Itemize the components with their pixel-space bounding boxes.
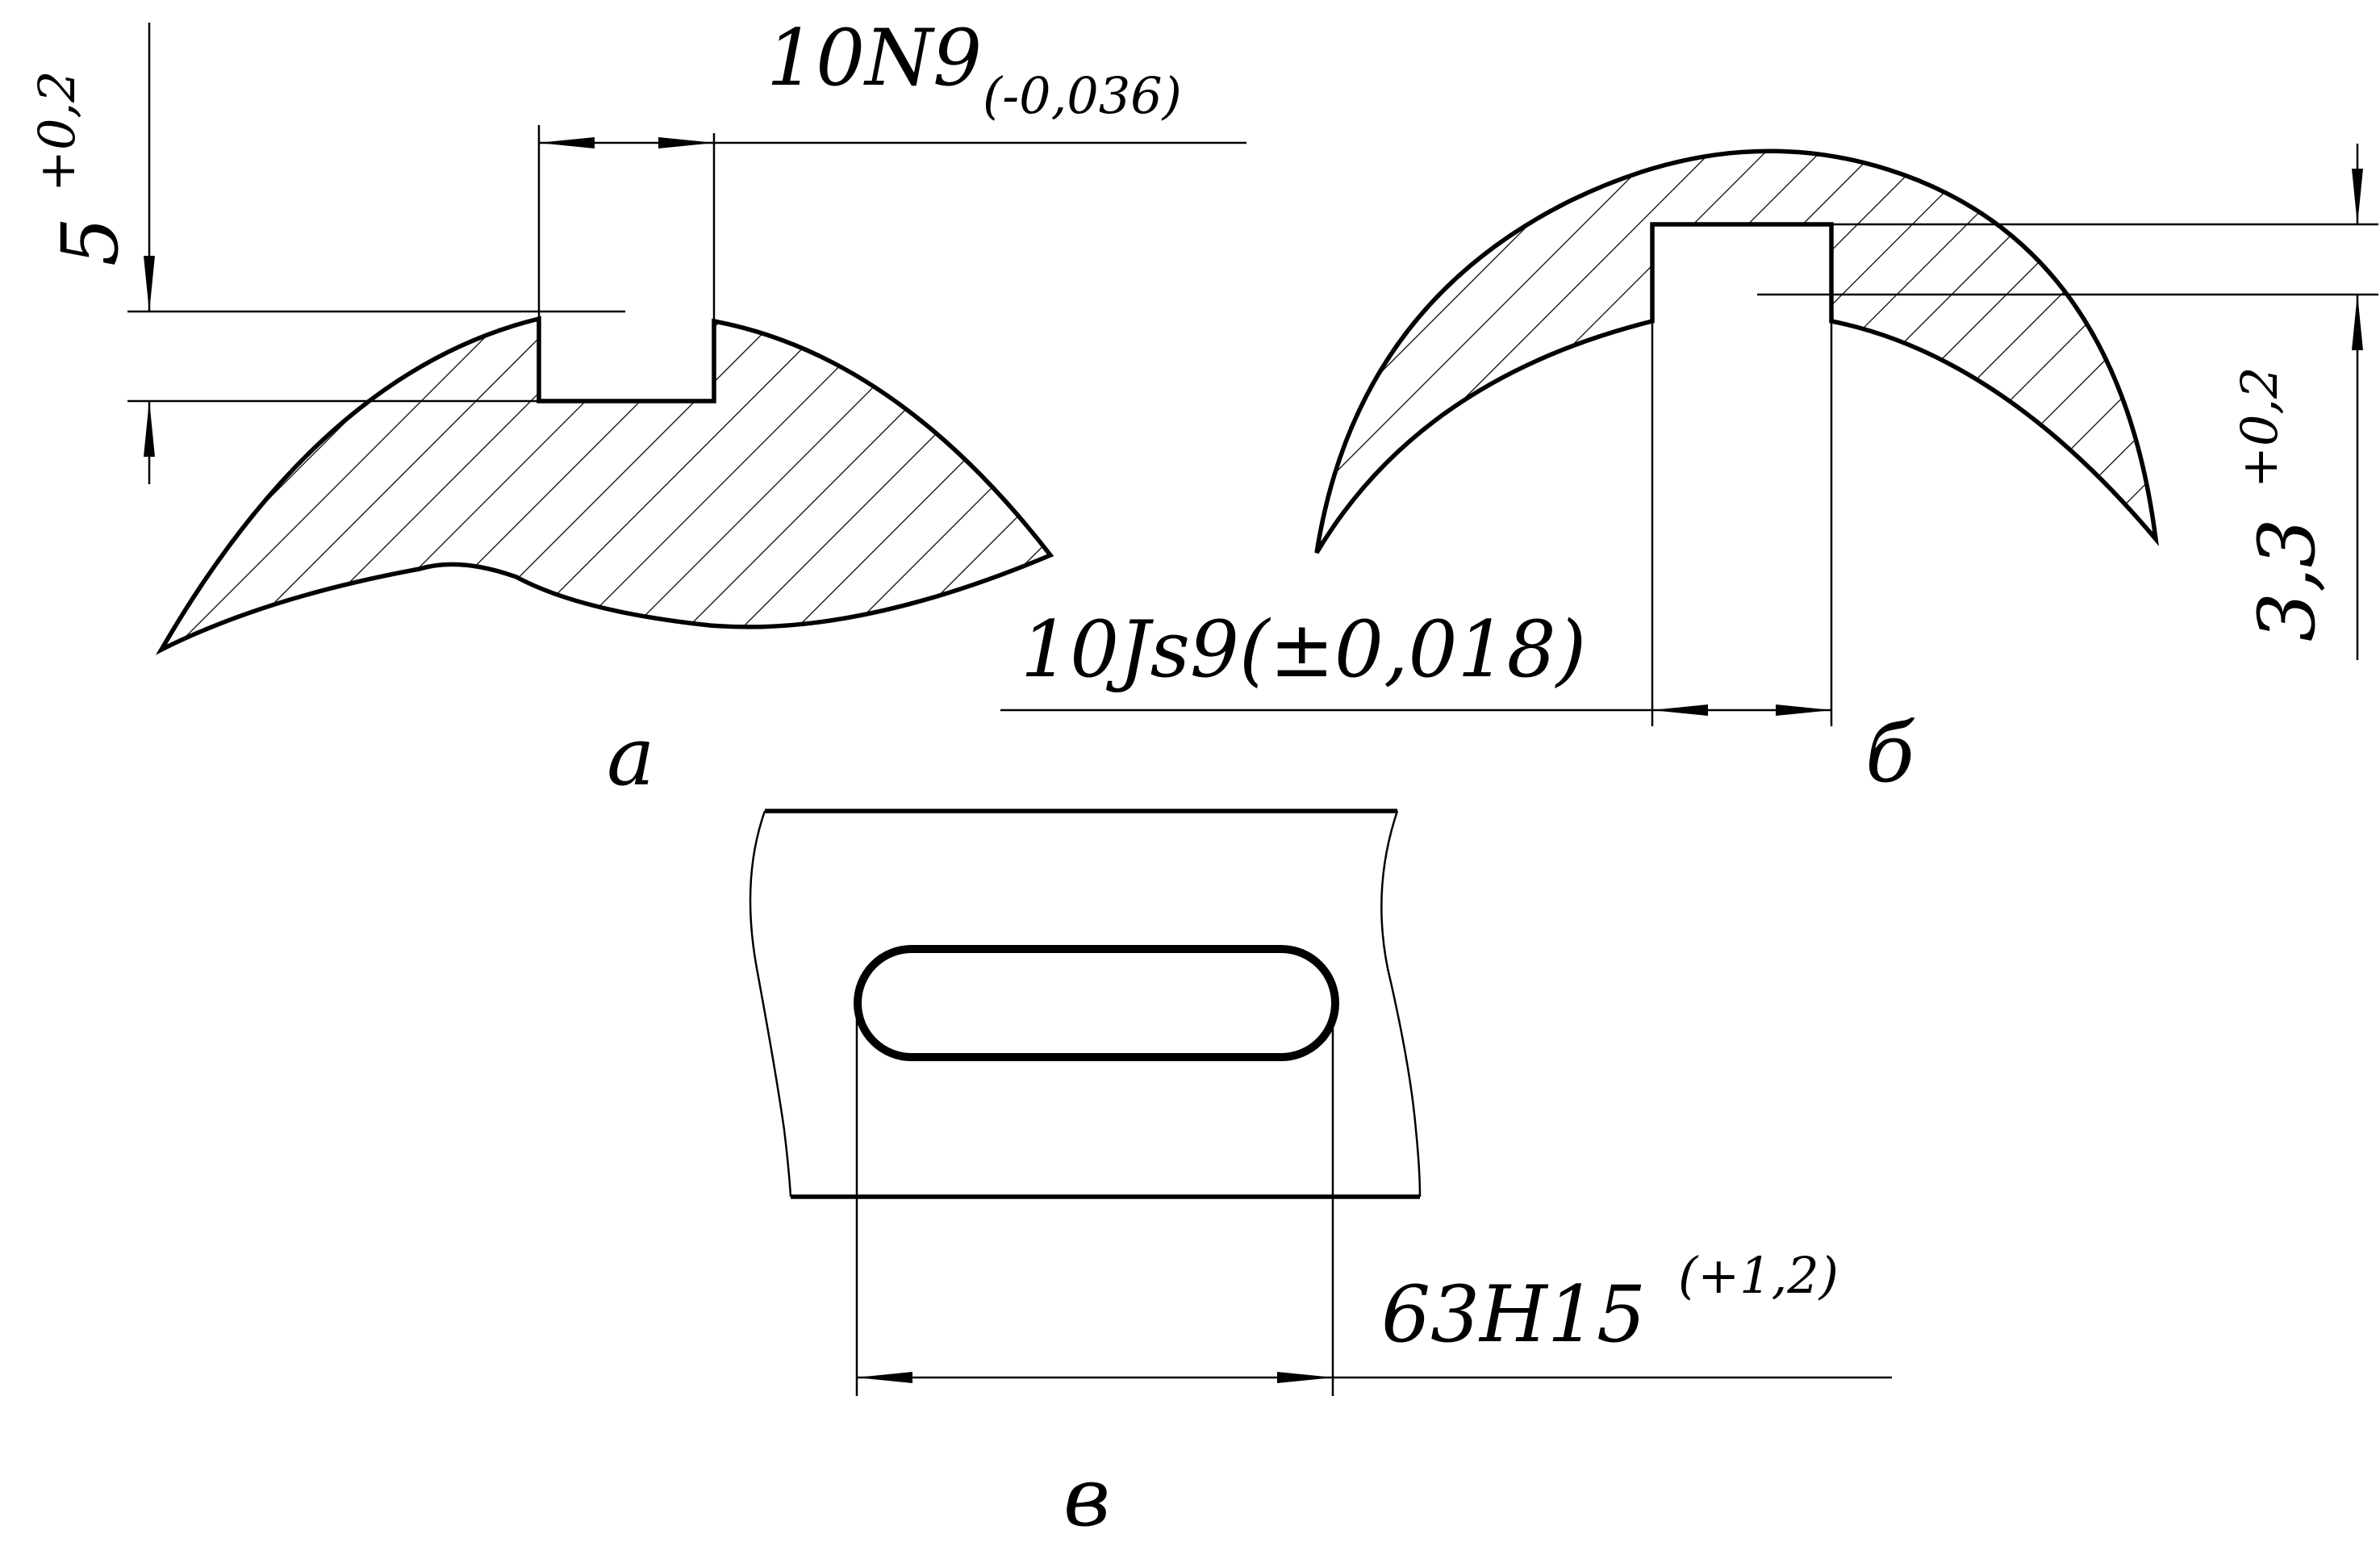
view-c-slot: [854, 945, 1339, 1061]
view-a-width-tolerance: (-0,036): [983, 66, 1182, 125]
view-a: 10N9 (-0,036) 5 +0,2 а: [27, 13, 1246, 804]
view-c: 63H15 (+1,2) в: [749, 809, 1892, 1545]
view-a-label: а: [607, 709, 655, 804]
view-a-width-nominal: 10N9: [766, 13, 982, 103]
view-c-break-right: [1380, 810, 1422, 1198]
view-b-label: б: [1865, 706, 1915, 801]
view-b-width-nominal: 10Js9(±0,018): [1021, 604, 1586, 695]
view-b-depth-nominal: 3,3: [2242, 518, 2332, 642]
view-b: 10Js9(±0,018) 3,3 +0,2 б: [1000, 144, 2378, 801]
view-a-depth-tolerance: +0,2: [27, 70, 86, 192]
view-b-section: [1314, 148, 2159, 554]
view-b-depth-tolerance: +0,2: [2230, 366, 2289, 488]
view-c-length-tolerance: (+1,2): [1678, 1246, 1839, 1305]
view-c-label: в: [1063, 1450, 1110, 1545]
view-c-length-nominal: 63H15: [1381, 1269, 1646, 1360]
view-a-depth-nominal: 5: [45, 217, 136, 266]
view-a-section: [156, 316, 1054, 655]
view-c-break-left: [749, 810, 792, 1198]
